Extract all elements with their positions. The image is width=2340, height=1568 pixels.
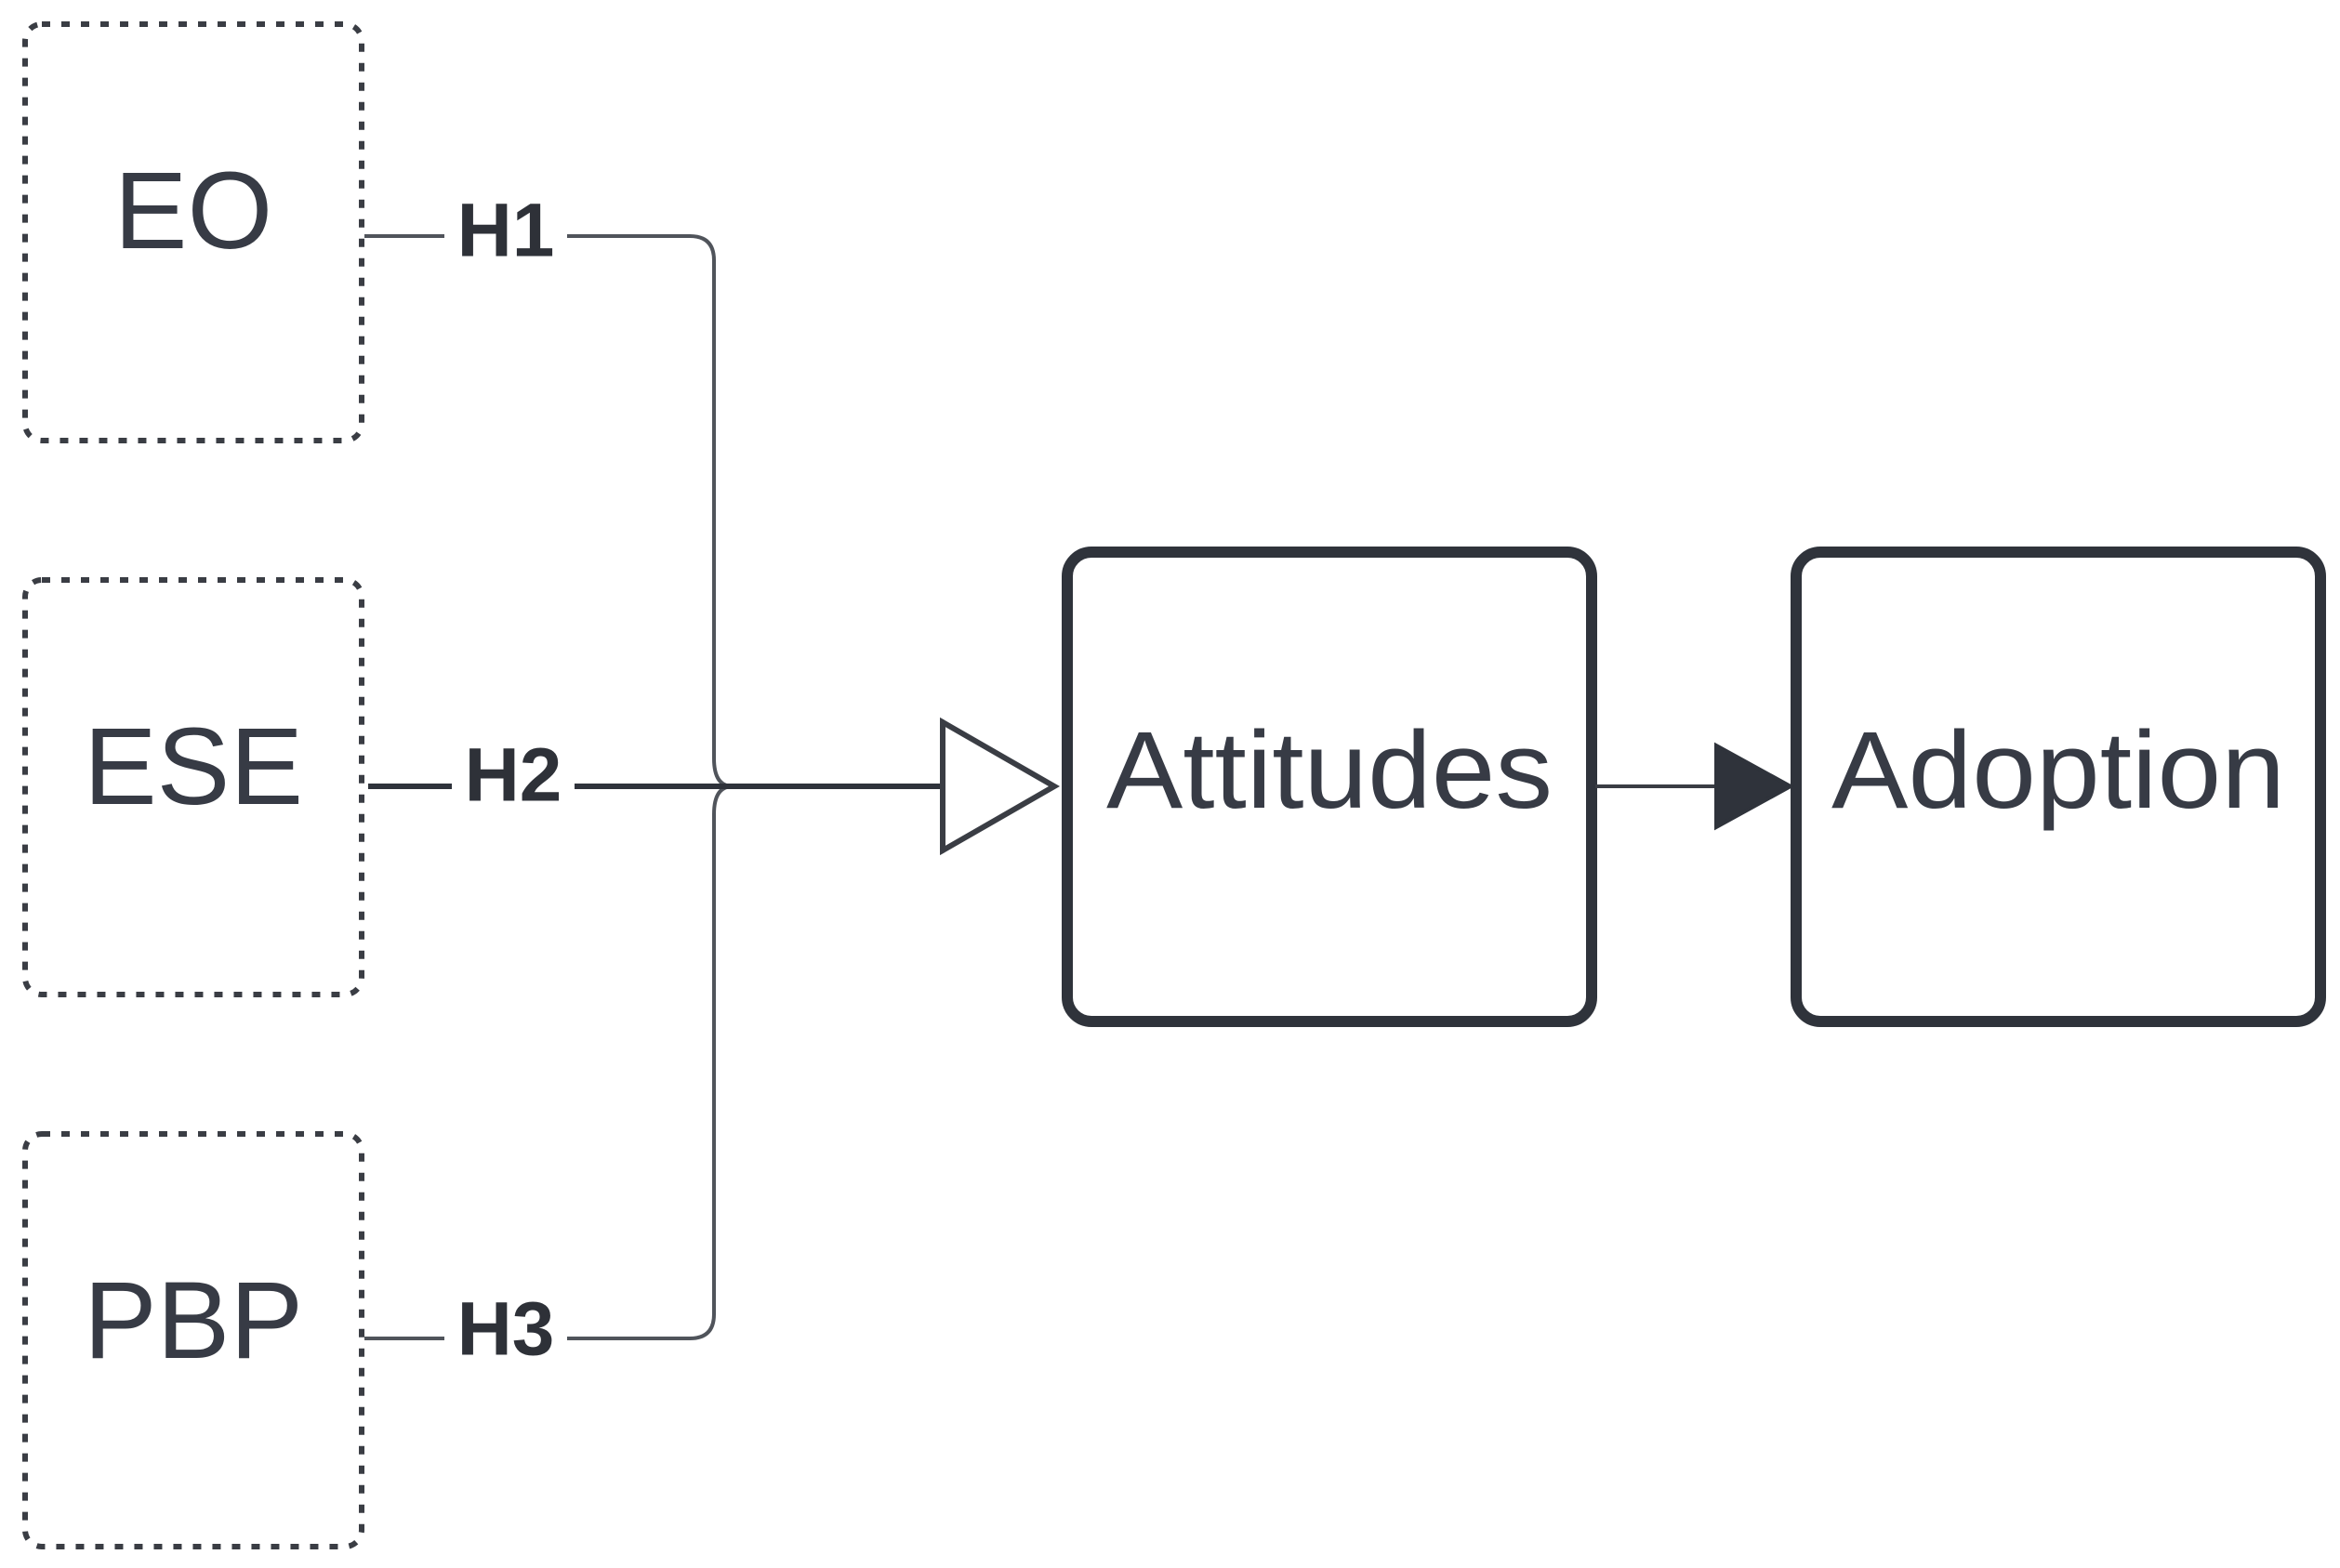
node-attitudes-box (1062, 547, 1597, 1027)
edge-h1-line (364, 234, 734, 788)
edge-label-h1: H1 (457, 189, 555, 273)
node-eo-label: EO (114, 150, 273, 272)
node-adoption-label: Adoption (1831, 709, 2285, 832)
node-adoption-box (1791, 547, 2326, 1027)
edge-h3-line (364, 784, 734, 1340)
node-pbp-box (22, 1131, 364, 1549)
node-ese-box (22, 577, 364, 997)
edge-label-h2: H2 (465, 733, 562, 818)
filled-arrowhead-icon (1714, 742, 1795, 831)
node-attitudes-label: Attitudes (1106, 709, 1553, 832)
node-pbp-label: PBP (84, 1259, 303, 1382)
open-arrowhead-icon (940, 717, 1061, 856)
edge-label-h3: H3 (457, 1287, 555, 1372)
node-ese-label: ESE (84, 705, 303, 828)
